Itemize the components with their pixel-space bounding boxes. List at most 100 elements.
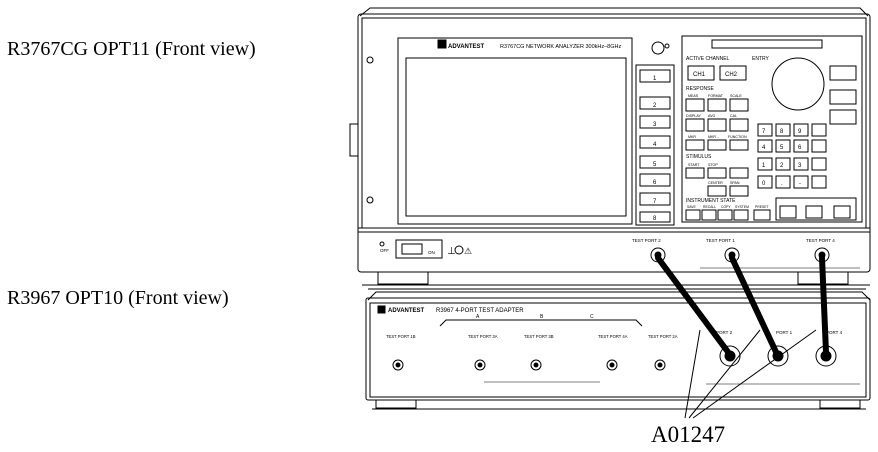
softkey-6[interactable]	[639, 173, 671, 187]
stimulus-menu-button[interactable]	[729, 167, 749, 179]
svg-text:8: 8	[780, 129, 784, 135]
function-button[interactable]	[729, 139, 749, 151]
power-knob-icon	[651, 41, 665, 55]
adapter-port-4a[interactable]	[606, 359, 618, 371]
softkey-4[interactable]	[639, 135, 671, 149]
key-1[interactable]	[757, 157, 773, 171]
svg-text:SYSTEM: SYSTEM	[735, 205, 749, 209]
softkey-1[interactable]	[639, 69, 671, 83]
display-button[interactable]	[685, 118, 705, 132]
power-on-label: ON	[428, 250, 435, 255]
cable-port-4	[819, 255, 829, 355]
softkey-7[interactable]	[639, 192, 671, 206]
svg-text:6: 6	[798, 145, 802, 151]
svg-text:6: 6	[653, 180, 657, 186]
entry-off-button[interactable]	[829, 109, 857, 125]
key-9[interactable]	[793, 123, 809, 137]
scale-button[interactable]	[729, 98, 749, 112]
format-button[interactable]	[707, 98, 727, 112]
copy-button[interactable]	[717, 209, 733, 221]
adapter-front-port-4-label: PORT 4	[826, 330, 843, 335]
recall-button[interactable]	[701, 209, 717, 221]
span-button[interactable]	[729, 185, 749, 197]
svg-text:FUNCTION: FUNCTION	[728, 135, 747, 139]
unit-key-3[interactable]	[811, 157, 827, 171]
mkr-button[interactable]	[685, 139, 705, 151]
svg-text:-: -	[799, 181, 801, 187]
ch2-button[interactable]	[719, 65, 747, 81]
cables	[655, 255, 829, 355]
callout-leaders	[684, 329, 817, 419]
svg-text:AVG: AVG	[708, 114, 716, 118]
local-button[interactable]	[779, 205, 797, 219]
adapter-port-1b[interactable]	[392, 359, 404, 371]
unit-key-1[interactable]	[811, 123, 827, 137]
adapter-front-port-1[interactable]	[767, 345, 789, 367]
adapter-front-port-1-label: PORT 1	[776, 330, 793, 335]
analyzer-port-1-label: TEST PORT 1	[706, 238, 735, 243]
key-8[interactable]	[775, 123, 791, 137]
power-switch[interactable]	[395, 239, 443, 259]
ground-icon: ⊥	[447, 246, 456, 257]
key-3[interactable]	[793, 157, 809, 171]
svg-text:CENTER: CENTER	[708, 181, 723, 185]
key-6[interactable]	[793, 139, 809, 153]
analyzer-brand: ADVANTEST	[448, 44, 485, 50]
step-down-button[interactable]	[829, 89, 857, 105]
key-minus[interactable]	[793, 175, 809, 189]
adapter-brand-mark-icon	[377, 305, 386, 314]
unit-key-2[interactable]	[811, 139, 827, 153]
aux-button[interactable]	[833, 205, 851, 219]
svg-text:3: 3	[798, 163, 802, 169]
softkey-2[interactable]	[639, 96, 671, 110]
key-4[interactable]	[757, 139, 773, 153]
softkey-column: 1 2 3 4 5 6 7 8	[635, 64, 675, 226]
ch1-button[interactable]	[687, 65, 715, 81]
svg-text:0: 0	[762, 181, 766, 187]
key-2[interactable]	[775, 157, 791, 171]
key-0[interactable]	[757, 175, 773, 189]
svg-text:CH1: CH1	[693, 72, 706, 78]
preset-button[interactable]	[753, 209, 771, 221]
softkey-3[interactable]	[639, 115, 671, 129]
unit-key-4[interactable]	[811, 175, 827, 189]
gear-icon	[454, 245, 464, 255]
top-unit-label: R3767CG OPT11 (Front view)	[7, 38, 256, 60]
remote-button[interactable]	[805, 205, 823, 219]
svg-text:START: START	[688, 163, 700, 167]
svg-text:B: B	[540, 314, 544, 320]
numeric-keypad: 7 8 9 4 5 6 1 2 3 0 . -	[757, 109, 857, 189]
center-button[interactable]	[707, 185, 727, 197]
key-dot[interactable]	[775, 175, 791, 189]
softkey-5[interactable]	[639, 155, 671, 169]
adapter-front-port-2[interactable]	[719, 345, 741, 367]
svg-text:FORMAT: FORMAT	[708, 94, 724, 98]
avg-button[interactable]	[707, 118, 727, 132]
save-button[interactable]	[685, 209, 701, 221]
svg-text:MEAS: MEAS	[688, 94, 699, 98]
key-7[interactable]	[757, 123, 773, 137]
adapter-port-2a[interactable]	[654, 359, 666, 371]
system-button[interactable]	[733, 209, 749, 221]
adapter-port-3a[interactable]	[474, 359, 486, 371]
cal-button[interactable]	[729, 118, 749, 132]
svg-text:4: 4	[653, 142, 657, 148]
step-up-button[interactable]	[829, 65, 857, 81]
key-5[interactable]	[775, 139, 791, 153]
start-button[interactable]	[685, 167, 705, 179]
control-panel: ACTIVE CHANNEL CH1 CH2 ENTRY RESPONSE ME…	[681, 35, 863, 223]
svg-text:7: 7	[653, 199, 657, 205]
softkey-8[interactable]	[639, 211, 671, 223]
svg-text:SAVE: SAVE	[687, 205, 697, 209]
svg-text:1: 1	[653, 76, 657, 82]
analyzer-port-2-label: TEST PORT 2	[632, 238, 661, 243]
mkr-arrow-button[interactable]	[707, 139, 727, 151]
bottom-unit-label: R3967 OPT10 (Front view)	[7, 287, 229, 309]
meas-button[interactable]	[685, 98, 705, 112]
adapter-port-3b[interactable]	[530, 359, 542, 371]
svg-text:C: C	[590, 314, 594, 320]
cable-port-1	[729, 255, 779, 355]
svg-text:DISPLAY: DISPLAY	[686, 114, 702, 118]
stop-button[interactable]	[707, 167, 727, 179]
entry-dial-icon[interactable]	[771, 57, 825, 111]
